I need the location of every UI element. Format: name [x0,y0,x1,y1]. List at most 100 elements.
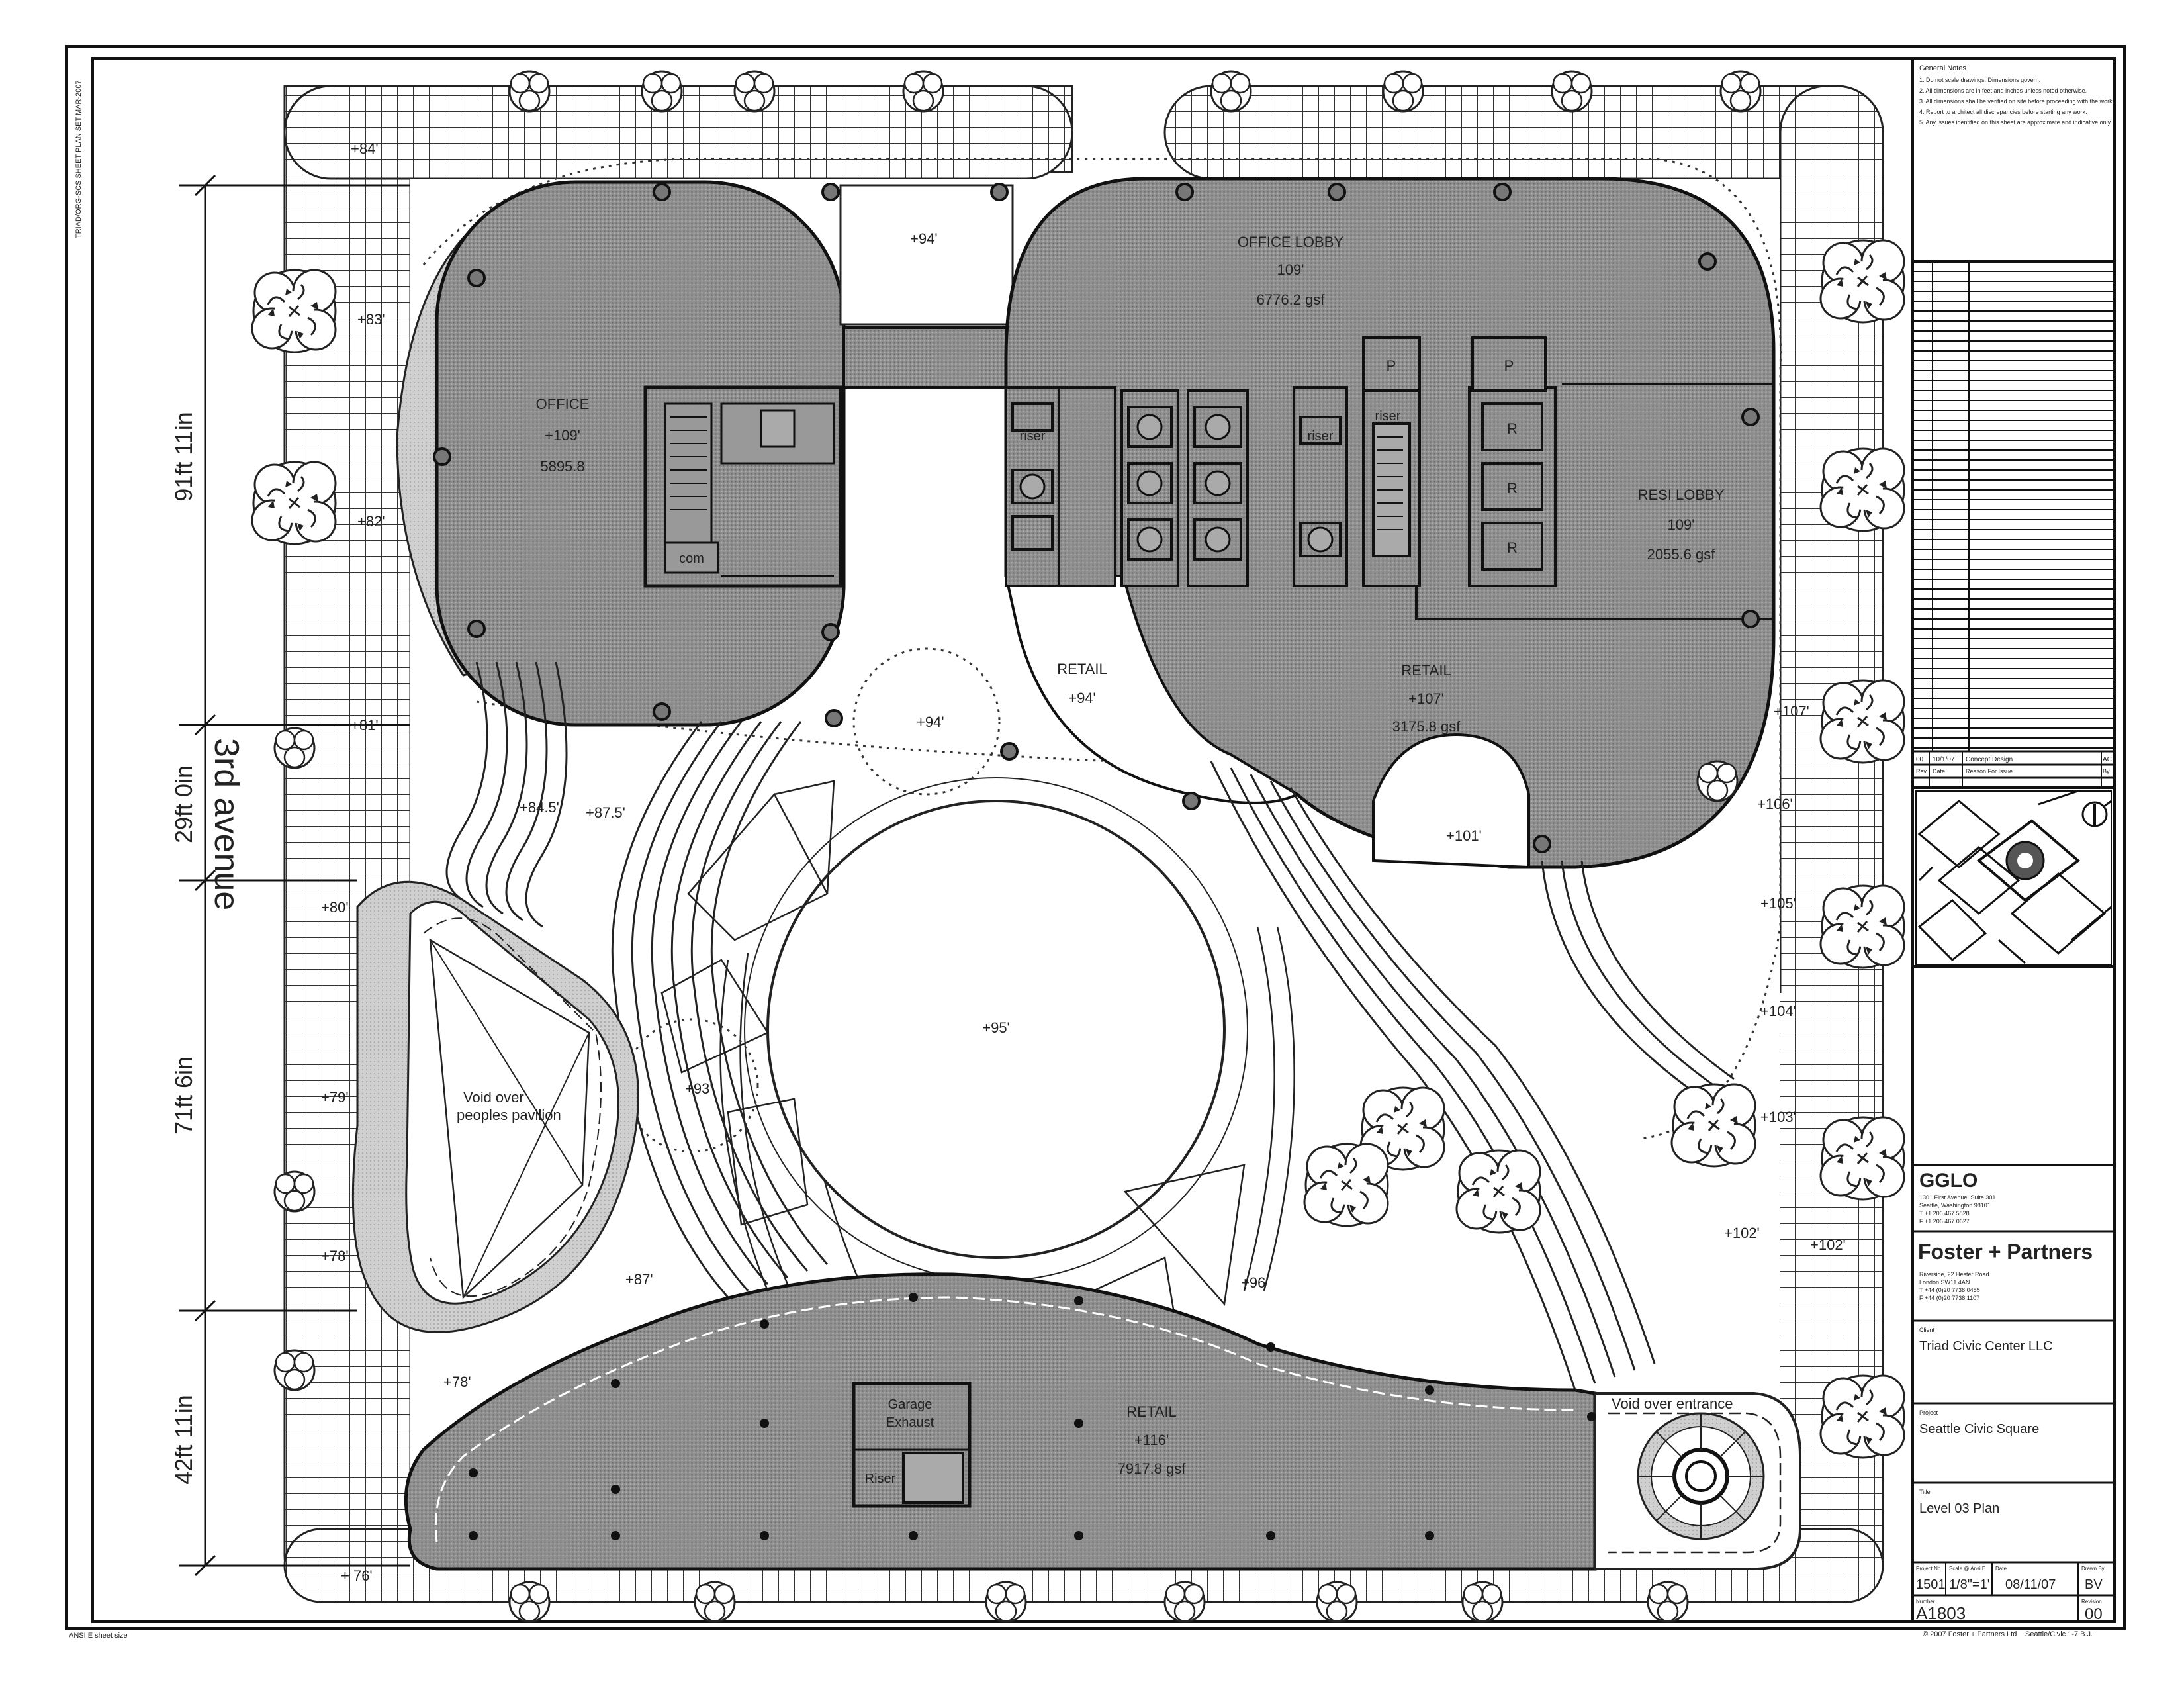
firm2-address-2: London SW11 4AN [1919,1279,1970,1286]
elev-101: +101' [1446,827,1482,844]
drawn-by: BV [2085,1577,2103,1592]
core-label-riser-2: riser [1308,429,1334,444]
elev-87-5: +87.5' [586,804,625,821]
retail-south-building [404,1272,1597,1571]
firm2-address-4: F +44 (0)20 7738 1107 [1919,1295,1979,1301]
drawing-number: A1803 [1916,1603,1966,1623]
retail-right-area: 3175.8 gsf [1392,718,1461,735]
circle-94 [852,647,1001,796]
office-area: 5895.8 [540,458,584,475]
resi-lobby-area: 2055.6 gsf [1647,546,1716,563]
title-block [1911,57,2116,1623]
dimension-4: 42ft 11in [170,1395,197,1484]
elev-95: +95' [982,1019,1010,1036]
general-notes-title: General Notes [1919,64,1966,72]
revision-desc: Concept Design [1966,756,2013,763]
elev-102-b: +102' [1810,1237,1846,1253]
outer-border [65,45,2126,1630]
revision-header-desc: Reason For Issue [1966,768,2013,774]
retail-small-zone [1004,575,1300,804]
elev-76: + 76' [341,1568,373,1584]
elev-102-a: +102' [1724,1225,1760,1241]
revision-no: 00 [1916,756,1924,763]
entrance-void-label: Void over entrance [1612,1395,1733,1412]
location-map [1915,790,2112,965]
core-label-p2: P [1504,357,1514,374]
firm1-address-4: F +1 206 467 0627 [1919,1218,1970,1225]
elev-107: +107' [1774,703,1809,720]
office-lobby-area: 6776.2 gsf [1257,291,1326,308]
firm2-name: Foster + Partners [1918,1240,2093,1264]
revision-header-date: Date [1933,768,1945,774]
date-value: 08/11/07 [2005,1577,2056,1592]
elev-103: +103' [1760,1109,1796,1125]
core-label-p1: P [1387,357,1396,374]
revision-by: AC [2103,756,2112,763]
general-note-5: 5. Any issues identified on this sheet a… [1919,119,2112,126]
retail-south-posts [469,1293,1596,1540]
firm1-address-1: 1301 First Avenue, Suite 301 [1919,1194,1995,1201]
resi-lobby-name: RESI LOBBY [1638,487,1725,503]
office-lobby-level: 109' [1277,261,1304,278]
retail-bottom-name: RETAIL [1126,1403,1176,1420]
project-label: Project [1919,1409,1938,1416]
dimension-chain [179,174,410,1577]
plaza-94-court [839,184,1014,326]
retail-bottom-level: +116' [1134,1432,1169,1448]
central-circle [766,800,1226,1259]
firm1-address-2: Seattle, Washington 98101 [1919,1202,1991,1209]
site-plan [179,70,1905,1623]
bottom-left-note: ANSI E sheet size [69,1632,128,1640]
elev-80: +80' [321,899,349,915]
elev-87: +87' [625,1271,653,1288]
project-no: 1501 [1916,1577,1946,1592]
elev-78-left: +78' [321,1248,349,1264]
core-label-r2: R [1507,480,1518,496]
street-label: 3rd avenue [207,738,246,910]
elev-79: +79' [321,1089,349,1105]
retail-small-name: RETAIL [1057,661,1107,677]
revision-table [1932,261,1970,751]
general-note-4: 4. Report to architect all discrepancies… [1919,109,2087,115]
revision-date: 10/1/07 [1933,756,1955,763]
core-label-r3: R [1507,539,1518,556]
resi-lobby-level: 109' [1668,516,1695,533]
title-label: Title [1919,1489,1931,1495]
dimension-3: 71ft 6in [170,1056,197,1135]
core-label-riser-1: riser [1020,429,1046,444]
date-label: Date [1995,1566,2007,1571]
dimension-1: 91ft 11in [170,412,197,501]
client-label: Client [1919,1327,1935,1333]
revision-value: 00 [2085,1605,2103,1623]
elev-83: +83' [357,311,385,328]
step-fan-west [445,661,568,928]
elev-96: +96' [1241,1274,1269,1291]
elev-94-top: +94' [910,230,938,247]
office-lobby-name: OFFICE LOBBY [1238,234,1343,250]
dimension-2: 29ft 0in [170,765,197,843]
elev-93: +93' [685,1080,713,1097]
retail-bottom-area: 7917.8 gsf [1118,1460,1187,1477]
elev-105: +105' [1760,895,1796,912]
scale-value: 1/8"=1' [1949,1577,1990,1592]
paving-grid-north-right [1163,85,1884,180]
pavilion-void-label-2: peoples pavilion [457,1107,561,1123]
step-fan-center-west [611,721,829,1298]
drawing-title: Level 03 Plan [1919,1501,1999,1516]
copyright-note: © 2007 Foster + Partners Ltd [1923,1630,2017,1638]
bridge [842,326,1017,389]
bottom-right-note: Seattle/Civic 1-7 B.J. [2025,1630,2093,1638]
client-name: Triad Civic Center LLC [1919,1339,2053,1354]
firm2-address-3: T +44 (0)20 7738 0455 [1919,1287,1980,1293]
elev-78-bottom: +78' [443,1374,471,1390]
firm1-address-3: T +1 206 467 5828 [1919,1210,1970,1217]
firm2-address-1: Riverside, 22 Hester Road [1919,1271,1989,1278]
scale-label: Scale @ Ansi E [1949,1566,1985,1571]
elev-84-top: +84' [351,140,379,157]
elev-84-5: +84.5' [520,799,559,816]
pavilion-void-label-1: Void over [463,1089,524,1105]
number-label: Number [1916,1599,1935,1605]
general-note-1: 1. Do not scale drawings. Dimensions gov… [1919,77,2040,83]
step-fan-east [1210,761,1754,1391]
office-name: OFFICE [536,396,590,412]
